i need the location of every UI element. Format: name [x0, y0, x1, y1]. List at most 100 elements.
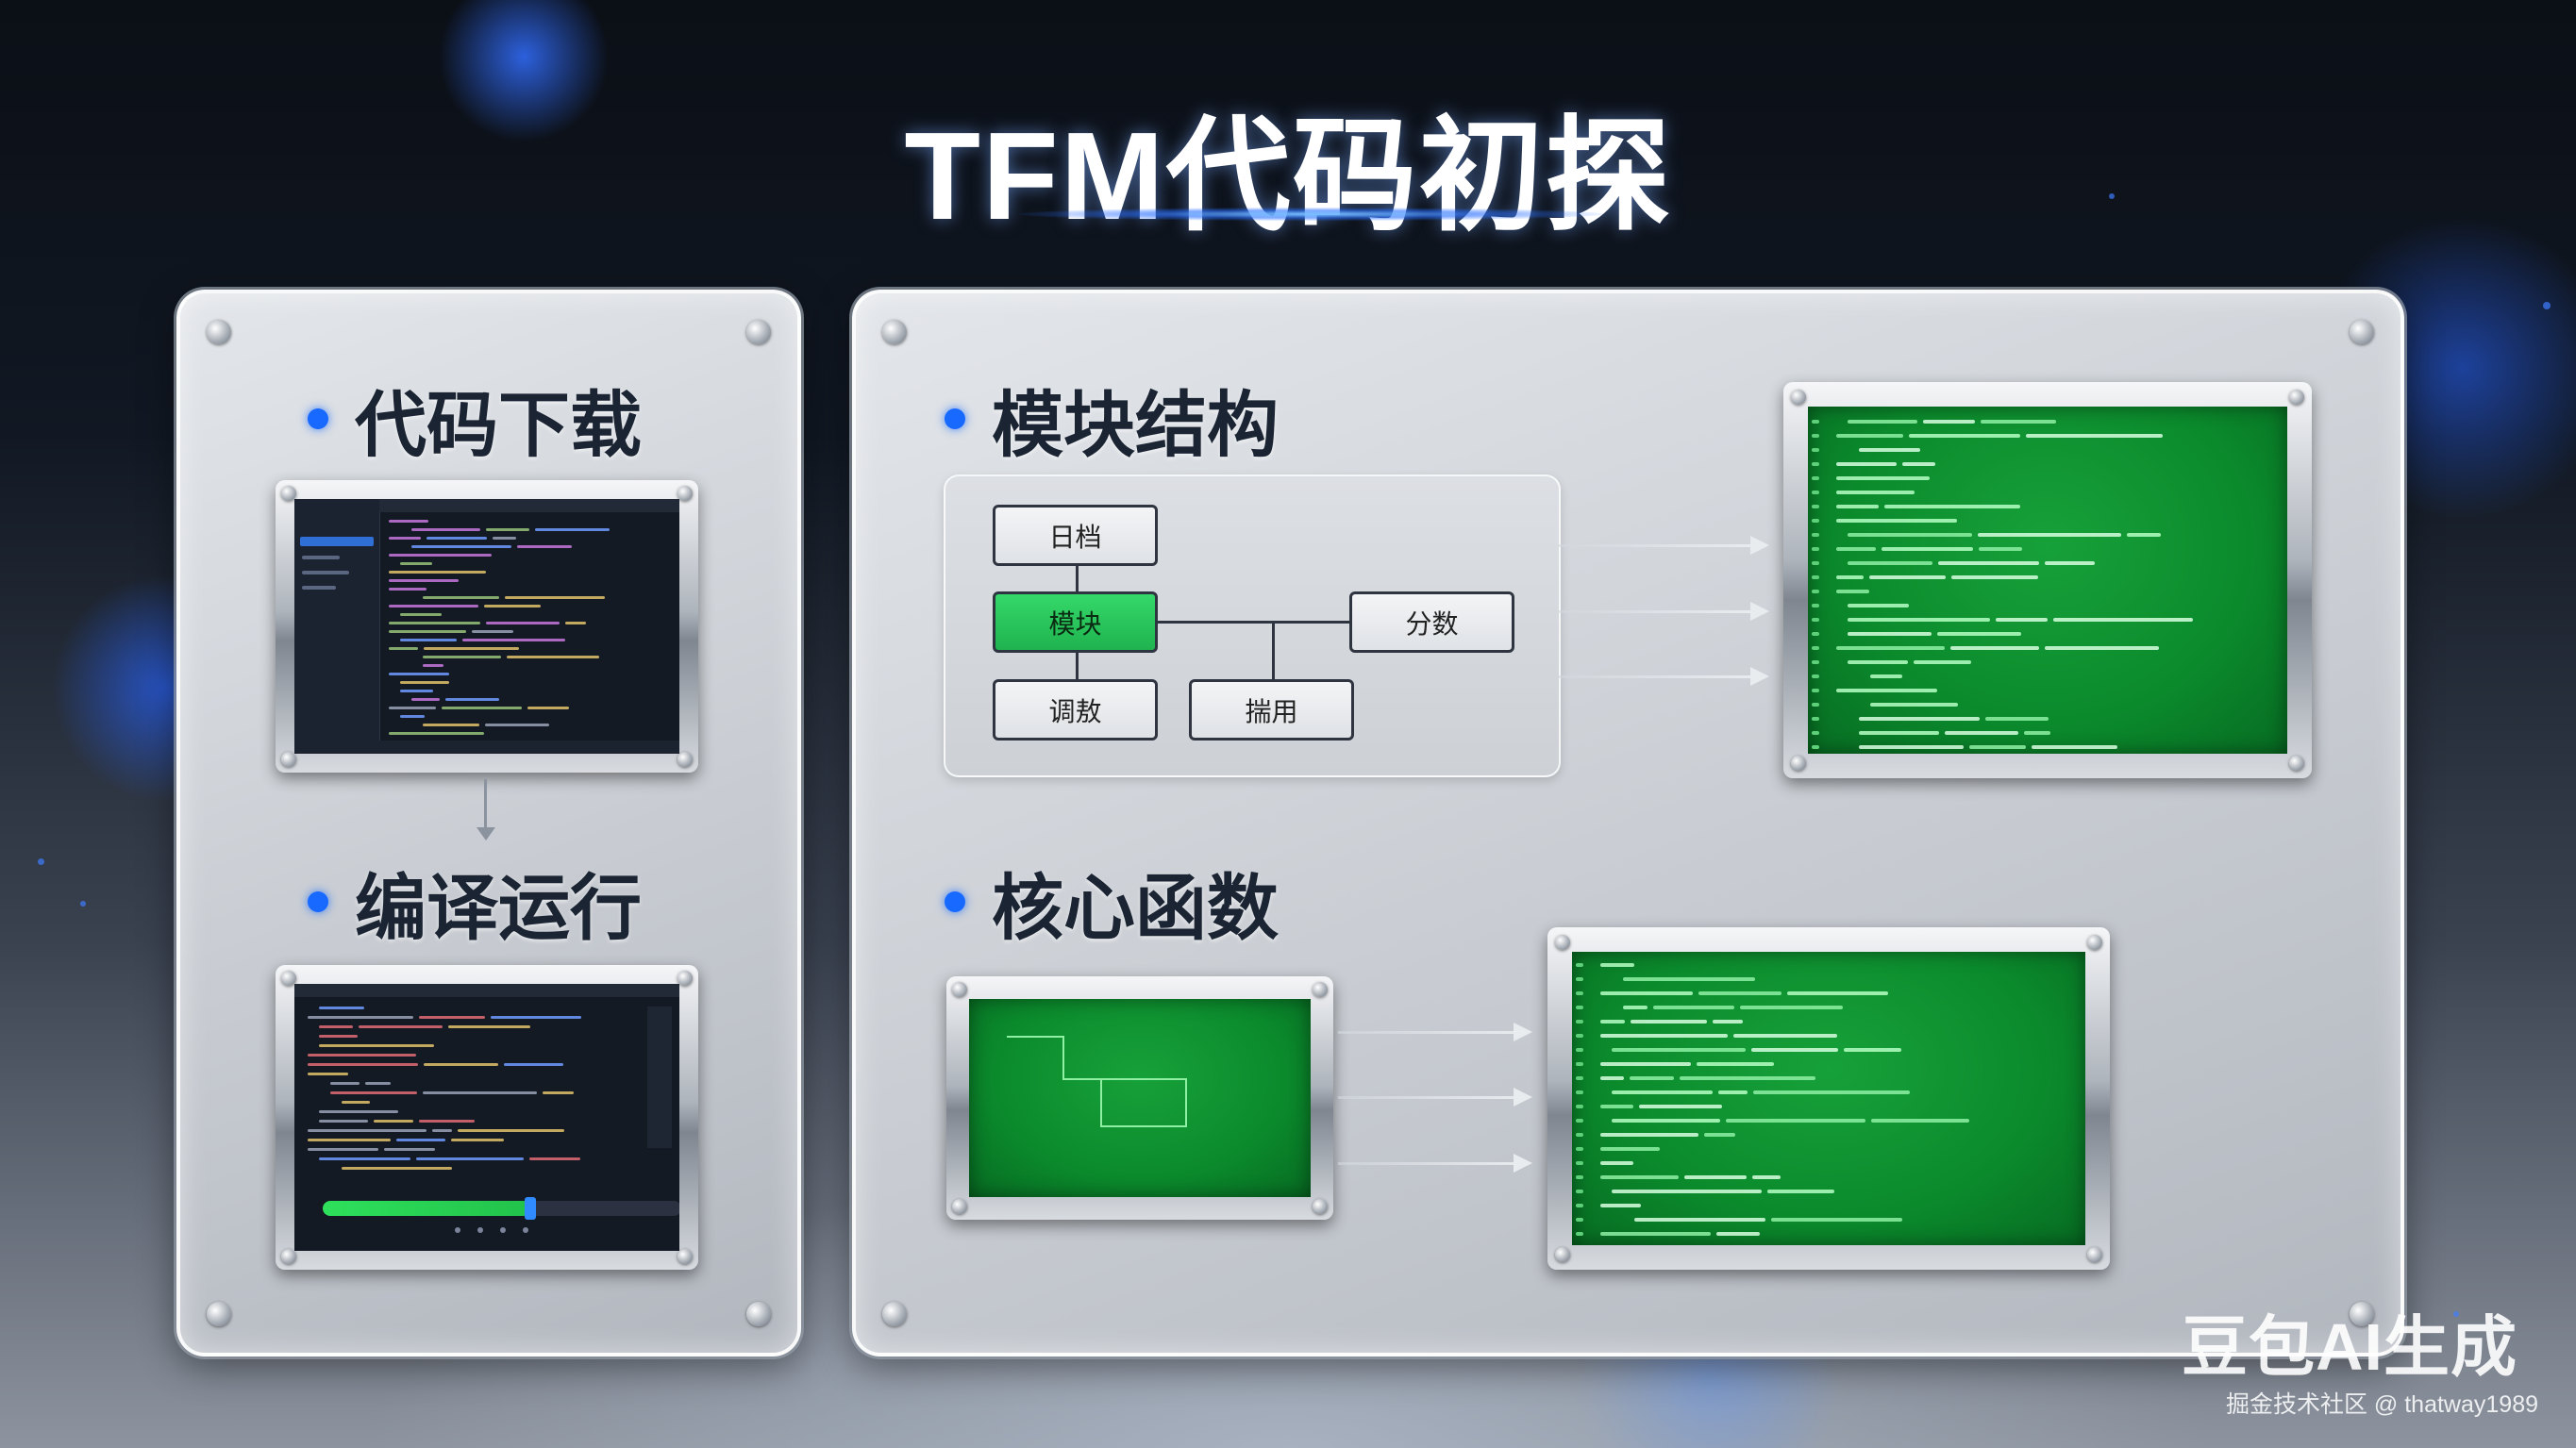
- screw-icon: [2087, 935, 2102, 950]
- code-line: [1600, 1062, 1692, 1066]
- code-line: [1732, 1034, 1838, 1038]
- code-line: [1639, 1105, 1723, 1108]
- diagram-node-module: 模块: [993, 591, 1158, 653]
- code-line: [400, 562, 432, 565]
- screw-icon: [281, 752, 296, 767]
- code-line: [1698, 991, 1781, 995]
- arrow-right-icon: [1514, 1154, 1532, 1173]
- code-line: [1600, 1133, 1699, 1137]
- code-line: [442, 707, 522, 709]
- code-line: [319, 1007, 364, 1009]
- code-line: [1786, 991, 1889, 995]
- screw-icon: [677, 971, 693, 986]
- line-number: [1812, 561, 1819, 565]
- line-number: [1812, 674, 1819, 678]
- control-dot-icon[interactable]: [477, 1227, 483, 1233]
- code-line: [1612, 1190, 1763, 1193]
- code-line: [1870, 674, 1903, 678]
- code-line: [423, 724, 479, 726]
- code-line: [1937, 561, 2040, 565]
- code-line: [400, 690, 433, 692]
- code-line: [364, 1082, 391, 1085]
- code-line: [1630, 1076, 1674, 1080]
- arrow-right-icon: [1750, 536, 1769, 555]
- control-dot-icon[interactable]: [523, 1227, 528, 1233]
- code-line: [503, 1063, 563, 1066]
- arrow-right-icon: [1750, 602, 1769, 621]
- code-line: [1836, 590, 1870, 593]
- line-number: [1812, 476, 1819, 480]
- section-heading-modules: 模块结构: [945, 367, 1279, 471]
- line-number: [1812, 632, 1819, 636]
- code-line: [506, 656, 600, 658]
- code-line: [484, 605, 541, 607]
- flow-arrow: [1559, 544, 1752, 547]
- code-line: [1848, 604, 1909, 607]
- screw-icon: [1555, 935, 1570, 950]
- ide-code-area: [389, 520, 674, 735]
- line-number: [1576, 1147, 1583, 1151]
- bullet-icon: [945, 408, 965, 429]
- screw-icon: [281, 971, 296, 986]
- control-dot-icon[interactable]: [455, 1227, 460, 1233]
- code-line: [451, 1139, 504, 1141]
- code-line: [529, 1157, 581, 1160]
- screw-icon: [281, 486, 296, 501]
- code-line: [389, 622, 481, 624]
- code-line: [1612, 1119, 1720, 1123]
- code-line: [389, 647, 419, 650]
- module-code-screen: [1783, 382, 2312, 778]
- ide-sidebar: [294, 499, 380, 754]
- compile-progress-handle[interactable]: [525, 1197, 537, 1220]
- code-line: [565, 622, 587, 624]
- line-number: [1812, 745, 1819, 749]
- code-line: [1848, 660, 1908, 664]
- code-line: [1771, 1218, 1903, 1222]
- code-line: [373, 1120, 414, 1123]
- code-line: [1836, 491, 1915, 494]
- code-line: [389, 571, 487, 574]
- section-label: 编译运行: [355, 869, 642, 949]
- line-number: [1812, 547, 1819, 551]
- code-line: [389, 605, 479, 607]
- screw-icon: [1313, 1199, 1328, 1214]
- code-line: [308, 1054, 417, 1057]
- code-line: [517, 545, 572, 548]
- line-number: [1576, 991, 1583, 995]
- screw-icon: [207, 320, 231, 344]
- ide-window: [294, 499, 679, 754]
- code-line: [542, 1091, 575, 1094]
- section-label: 代码下载: [355, 386, 642, 466]
- screw-icon: [1555, 1247, 1570, 1262]
- code-line: [1950, 646, 2040, 650]
- code-line: [2052, 618, 2194, 622]
- code-line: [1697, 1062, 1774, 1066]
- code-line: [1753, 1090, 1910, 1094]
- code-line: [1712, 1020, 1744, 1024]
- code-line: [1884, 505, 2020, 508]
- line-number: [1576, 1190, 1583, 1193]
- code-line: [1836, 689, 1937, 692]
- code-line: [471, 630, 513, 633]
- ide-tabbar: [379, 499, 679, 512]
- line-number: [1576, 1105, 1583, 1108]
- code-line: [2025, 434, 2164, 438]
- code-line: [1739, 1006, 1844, 1009]
- code-line: [2031, 745, 2118, 749]
- line-number: [1576, 1062, 1583, 1066]
- code-line: [419, 1120, 475, 1123]
- code-line: [1978, 547, 2022, 551]
- code-line: [2127, 533, 2162, 537]
- arrow-right-icon: [1750, 667, 1769, 686]
- control-dot-icon[interactable]: [500, 1227, 506, 1233]
- section-label: 模块结构: [992, 386, 1279, 466]
- code-line: [1995, 618, 2048, 622]
- flow-arrow: [1338, 1162, 1527, 1165]
- code-line: [389, 537, 422, 540]
- code-line: [416, 1157, 525, 1160]
- terminal-screen: [1808, 407, 2287, 754]
- line-number: [1812, 575, 1819, 579]
- code-line: [1968, 745, 2026, 749]
- code-line: [1836, 547, 1877, 551]
- line-number: [1576, 1133, 1583, 1137]
